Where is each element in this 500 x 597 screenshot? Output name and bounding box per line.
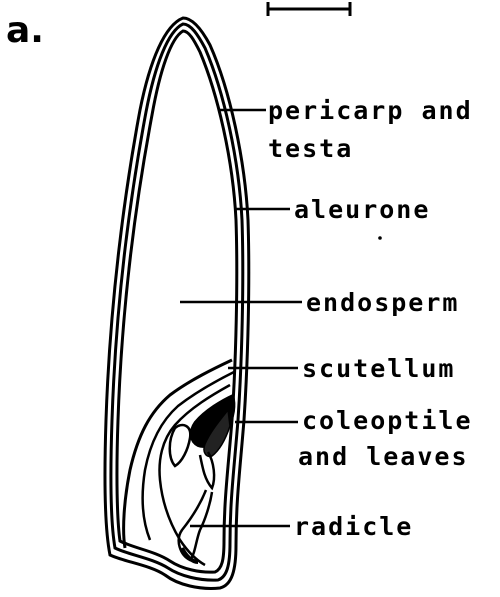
label-pericarp-line1: pericarp and	[268, 94, 473, 128]
label-scutellum: scutellum	[302, 352, 455, 386]
leaf-sheath	[200, 452, 214, 488]
panel-letter: a.	[6, 10, 44, 51]
scale-bar	[268, 2, 350, 16]
coleoptile-tip	[170, 425, 191, 466]
label-coleoptile-line2: and leaves	[298, 440, 469, 474]
label-endosperm: endosperm	[306, 286, 459, 320]
label-aleurone: aleurone	[294, 193, 430, 227]
label-coleoptile-line1: coleoptile	[302, 404, 473, 438]
scutellum-inner	[143, 372, 234, 540]
label-radicle: radicle	[294, 510, 413, 544]
speck	[378, 236, 382, 240]
scutellum-outline	[124, 360, 232, 548]
label-pericarp-line2: testa	[268, 132, 353, 166]
